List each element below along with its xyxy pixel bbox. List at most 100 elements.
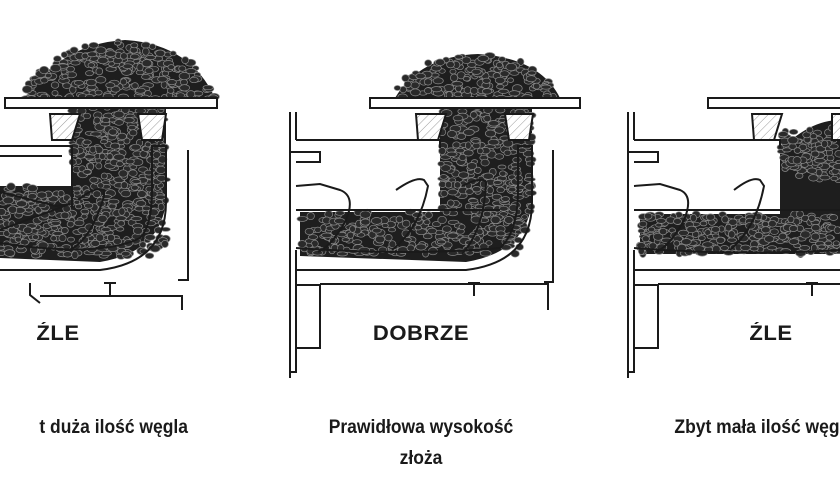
coal-lump [97,182,105,189]
coal-lump [179,84,190,92]
coal-lump [656,218,667,224]
coal-lump [806,126,814,134]
lower-ledge-right [634,284,659,349]
coal-lump [487,138,500,146]
coal-lump [653,232,664,241]
coal-lump [523,177,536,182]
coal-lump [447,199,455,207]
coal-lump [93,116,101,125]
coal-lump [87,62,95,68]
coal-lump [114,40,122,46]
coal-lump [346,231,355,239]
coal-lump [466,162,478,170]
coal-lump [768,219,777,228]
coal-lump [721,215,729,224]
coal-lump [134,107,146,114]
coal-lump [101,117,111,123]
coal-lump [307,234,319,240]
coal-lump [36,191,48,199]
coal-lump [85,78,97,87]
coal-lump [117,132,127,141]
coal-lump [690,213,697,223]
coal-lump [88,42,99,49]
coal-lump [144,141,152,148]
feed-channel-middle [290,139,533,271]
air-nozzle-right-2 [831,113,840,141]
coal-lump [50,220,61,226]
coal-lump [115,215,127,221]
caption-middle: Prawidłowa wysokość złoża [328,417,514,469]
coal-lump [446,60,455,69]
coal-lump [360,218,371,226]
coal-lump [453,91,463,98]
coal-lump [509,70,520,76]
air-nozzle-right-1 [750,113,784,141]
coal-lump [148,190,158,198]
coal-lump [155,165,167,174]
coal-lump [820,139,829,148]
coal-lump [106,153,114,161]
coal-lump [524,183,535,191]
coal-lump [14,236,22,243]
coal-lump [811,224,821,232]
top-flange-left [4,97,218,109]
coal-lump [505,62,517,72]
coal-lump [494,126,505,134]
coal-lump [488,120,500,127]
coal-lump [186,90,196,99]
coal-lump [144,234,156,241]
coal-lump [89,176,99,184]
coal-lump [169,50,177,57]
outer-casing-left [178,150,189,281]
coal-lump [108,198,120,205]
coal-lump [130,216,143,222]
coal-lump [508,186,517,193]
coal-lump [447,188,458,196]
coal-lump [120,181,128,190]
coal-lump [95,46,107,54]
coal-lump [113,153,125,161]
coal-lump [447,232,459,239]
coal-lump [754,232,764,240]
panel-right-too-little-coal [627,97,840,378]
coal-lump [95,76,107,84]
coal-lump [306,212,315,221]
coal-lump [82,169,92,175]
coal-lump [97,214,108,223]
coal-lump [807,167,818,174]
coal-lump [788,225,798,232]
coal-lump [21,85,33,94]
coal-lump [643,212,653,220]
coal-lump [438,147,447,155]
coal-lump [109,142,121,150]
lower-ledge-middle [296,284,321,349]
coal-lump [673,218,682,225]
coal-lump [23,226,33,235]
coal-lump [501,196,510,202]
coal-lump [139,241,147,249]
coal-lump [647,226,656,233]
coal-lump [68,147,80,156]
base-frame-left [29,283,183,310]
coal-lump [795,210,804,218]
base-frame-middle [320,283,549,310]
coal-lump [415,243,427,251]
coal-lump [808,214,816,222]
coal-lump [782,147,792,153]
coal-lump [181,56,190,64]
coal-lump [480,158,490,167]
burner-housing-middle [289,97,581,378]
bolt-right [806,282,818,296]
coal-lump [129,53,140,60]
coal-lump [100,227,112,232]
coal-lump [496,230,506,237]
coal-lump [699,220,708,227]
coal-lump [6,182,16,191]
coal-lump [832,240,840,247]
coal-lump [705,213,716,221]
coal-lump [424,87,432,95]
coal-lump [424,211,433,219]
coal-lump [31,234,40,240]
auger-flight-right [633,178,766,253]
coal-lump [479,249,492,257]
